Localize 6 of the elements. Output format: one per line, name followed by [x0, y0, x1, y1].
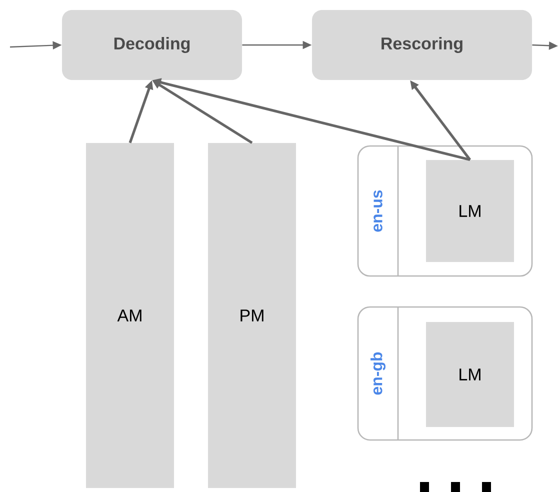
stage-box: Decoding — [62, 10, 242, 80]
stage-box: Rescoring — [312, 10, 532, 80]
model-box: LM — [426, 322, 514, 427]
model-box: LM — [426, 160, 514, 262]
model-box: AM — [86, 143, 174, 488]
model-box: PM — [208, 143, 296, 488]
